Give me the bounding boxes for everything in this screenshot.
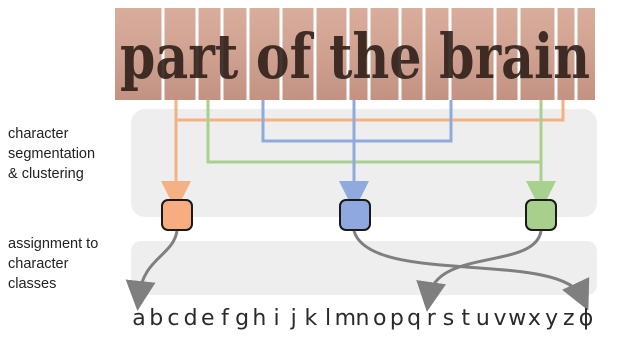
green-to-r-arrow xyxy=(416,230,543,312)
alphabet-letter: t xyxy=(461,306,470,331)
green-cluster-box xyxy=(525,199,557,231)
blue-cluster-box xyxy=(339,199,371,231)
alphabet-letter: f xyxy=(221,306,229,331)
alphabet-letter: v xyxy=(493,306,507,331)
alphabet-letter: q xyxy=(407,306,422,331)
alphabet-letter: c xyxy=(167,306,180,331)
alphabet-letter: d xyxy=(183,306,198,331)
alphabet-letter: w xyxy=(508,306,527,331)
segmentation-label-line: segmentation xyxy=(8,146,96,162)
scanned-word-text: part of the brain xyxy=(120,20,590,93)
alphabet-letter: k xyxy=(304,306,318,331)
alphabet-letter: x xyxy=(527,306,541,331)
alphabet-letter: u xyxy=(475,306,490,331)
assignment-arrows xyxy=(125,230,590,312)
orange-cluster-box xyxy=(161,199,193,231)
green-cluster-links xyxy=(206,100,556,211)
blue-to-phi-arrow xyxy=(352,230,590,311)
alphabet-letter: h xyxy=(252,306,267,331)
alphabet-letter: o xyxy=(372,306,387,331)
alphabet-letter: i xyxy=(273,306,280,331)
scanned-word-strip: part of the brain xyxy=(115,8,595,100)
assignment-label-line: classes xyxy=(8,276,57,292)
blue-cluster-links xyxy=(261,100,453,211)
segmentation-label-line: & clustering xyxy=(8,166,84,182)
assignment-panel xyxy=(131,241,597,295)
alphabet-letter: n xyxy=(355,306,370,331)
orange-to-a-arrow xyxy=(125,230,179,311)
alphabet-letter: p xyxy=(389,306,404,331)
segmentation-label-line: character xyxy=(8,126,69,142)
assignment-label-line: character xyxy=(8,256,69,272)
alphabet-letter: g xyxy=(235,306,250,331)
alphabet-letter: r xyxy=(426,306,436,331)
orange-cluster-links xyxy=(161,100,565,211)
alphabet-letter: z xyxy=(563,306,575,331)
alphabet-letter: a xyxy=(132,306,146,331)
alphabet-letter: ϕ xyxy=(578,306,594,331)
alphabet-letter: b xyxy=(149,306,164,331)
alphabet-letter: e xyxy=(200,306,215,331)
alphabet-letter: m xyxy=(334,306,357,331)
assignment-label: assignment to character classes xyxy=(8,234,98,294)
alphabet-letter: s xyxy=(442,306,455,331)
segmentation-label: character segmentation & clustering xyxy=(8,124,95,184)
assignment-label-line: assignment to xyxy=(8,236,99,252)
alphabet-letter: l xyxy=(325,306,332,331)
alphabet-letter: y xyxy=(545,306,559,331)
alphabet-letter: j xyxy=(290,306,297,331)
